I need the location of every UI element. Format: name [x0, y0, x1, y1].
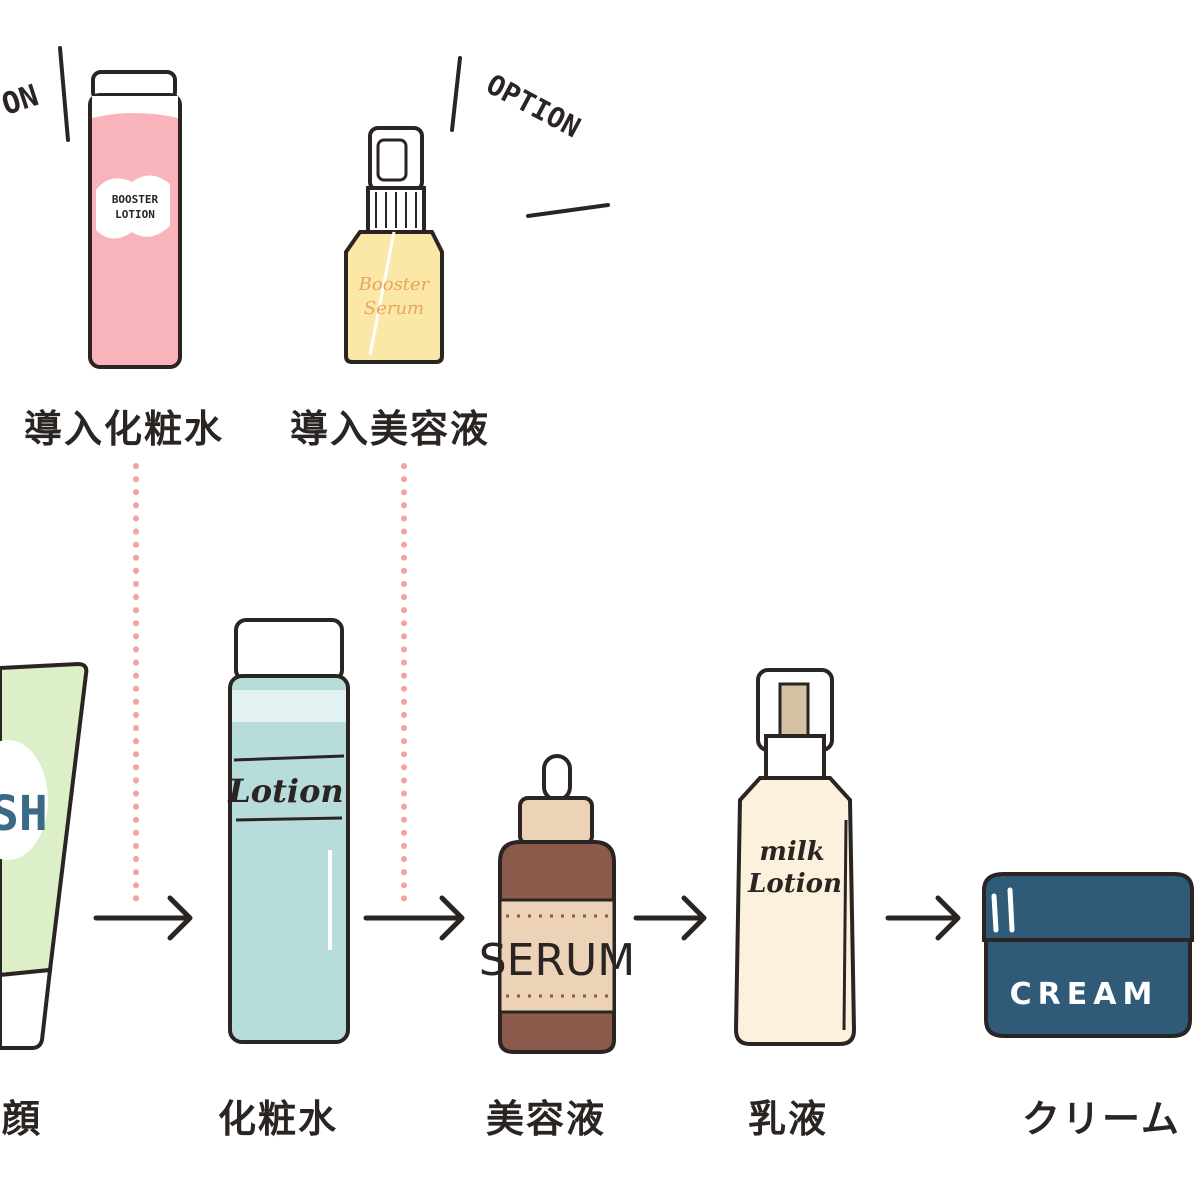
lotion-bottle: Lotion: [227, 618, 350, 1044]
booster-lotion-bottle: BOOSTER LOTION: [88, 70, 182, 369]
label-wash: 洗顔: [0, 1097, 43, 1141]
milk-line2: Lotion: [747, 869, 842, 899]
wash-product-text: SH: [0, 786, 48, 842]
arrow-2: [363, 895, 465, 941]
option-tag-left-text: ON: [0, 78, 43, 122]
milk-line1: milk: [759, 837, 824, 867]
option-tag-right: OPTION: [450, 56, 610, 218]
option-tag-left: ON: [0, 46, 70, 142]
arrow-3: [633, 895, 707, 941]
cream-product-text: CREAM: [1010, 977, 1159, 1012]
label-booster-lotion: 導入化粧水: [24, 407, 225, 451]
booster-serum-bottle: Booster Serum: [344, 126, 444, 364]
arrow-4: [885, 895, 961, 941]
lotion-product-text: Lotion: [227, 772, 343, 810]
option-tag-right-text: OPTION: [481, 68, 586, 145]
cream-jar: CREAM: [982, 872, 1194, 1038]
serum-bottle: SERUM: [479, 754, 635, 1054]
label-serum: 美容液: [486, 1097, 607, 1141]
booster-serum-line2: Serum: [364, 298, 424, 319]
label-lotion: 化粧水: [218, 1097, 339, 1141]
booster-lotion-line1: BOOSTER: [112, 193, 159, 206]
booster-lotion-line2: LOTION: [115, 208, 155, 221]
milk-lotion-bottle: milk Lotion: [733, 668, 857, 1046]
label-booster-serum: 導入美容液: [290, 407, 491, 451]
booster-serum-line1: Booster: [358, 274, 431, 295]
wash-tube: SH: [0, 661, 89, 1050]
label-milk-lotion: 乳液: [748, 1097, 829, 1141]
arrow-1: [93, 895, 193, 941]
serum-product-text: SERUM: [479, 935, 635, 986]
label-cream: クリーム: [1022, 1097, 1181, 1141]
